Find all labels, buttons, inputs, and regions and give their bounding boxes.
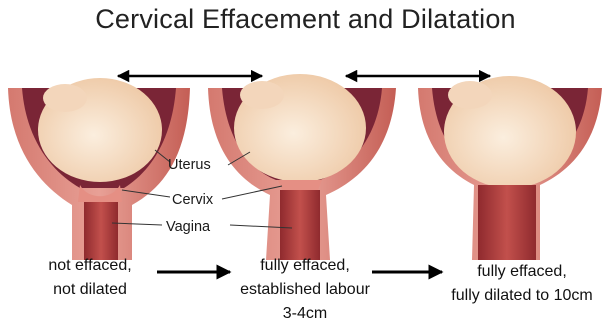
stage-1-caption: not effaced, not dilated — [30, 254, 150, 302]
stage-3-caption: fully effaced, fully dilated to 10cm — [437, 260, 607, 308]
uterus-stage-1 — [8, 78, 190, 260]
stage-1-line-2: not dilated — [30, 278, 150, 302]
stage-2-line-2: established labour — [230, 278, 380, 302]
vagina-label: Vagina — [166, 219, 211, 235]
vagina-shape-2 — [280, 190, 320, 260]
stage-3-line-1: fully effaced, — [437, 260, 607, 284]
stage-2-line-1: fully effaced, — [230, 254, 380, 278]
uterus-stage-2 — [208, 74, 396, 260]
stage-2-line-3: 3-4cm — [230, 302, 380, 326]
vagina-shape-3 — [478, 185, 536, 260]
stage-3-line-2: fully dilated to 10cm — [437, 284, 607, 308]
stage-2-caption: fully effaced, established labour 3-4cm — [230, 254, 380, 326]
vagina-shape-1 — [84, 202, 118, 260]
stage-1-line-1: not effaced, — [30, 254, 150, 278]
uterus-stage-3 — [418, 76, 602, 260]
uterus-label: Uterus — [168, 157, 211, 173]
cervix-label: Cervix — [172, 192, 214, 208]
